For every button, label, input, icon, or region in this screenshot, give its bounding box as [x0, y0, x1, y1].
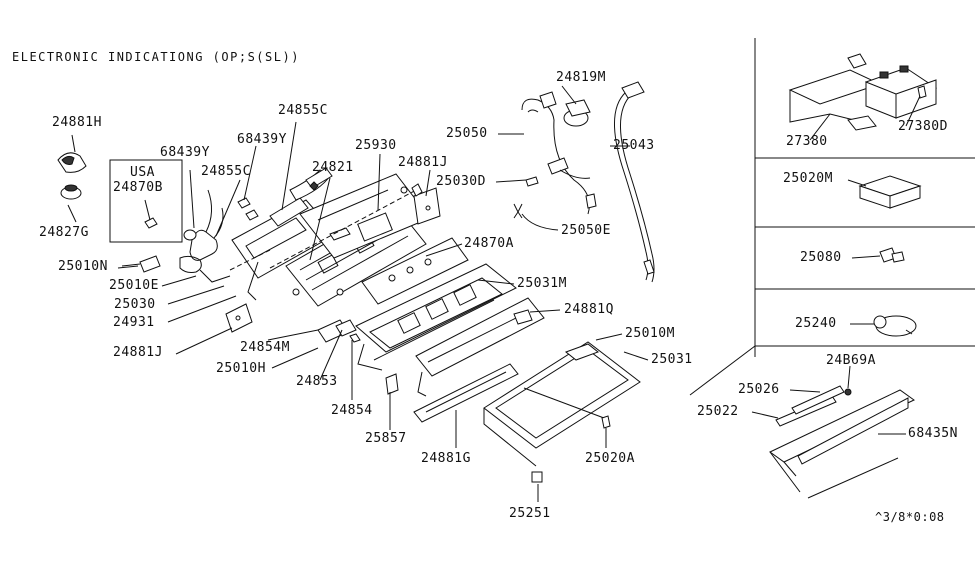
part-label-27380D[interactable]: 27380D — [898, 119, 948, 134]
part-label-25026[interactable]: 25026 — [738, 382, 780, 397]
part-label-25930[interactable]: 25930 — [355, 138, 397, 153]
clip-25050E-drawing — [513, 203, 523, 219]
part-label-25050[interactable]: 25050 — [446, 126, 488, 141]
part-label-24870B[interactable]: 24870B — [113, 180, 163, 195]
plate-24870A-drawing — [361, 237, 469, 305]
bulb-25251-drawing — [531, 471, 543, 483]
mask-25031M-drawing — [355, 263, 517, 371]
part-label-24869A[interactable]: 24B69A — [826, 353, 876, 368]
panel-24881Q-drawing — [415, 297, 545, 397]
bracket-27380-drawing — [788, 53, 938, 131]
screw-27380D-drawing — [917, 85, 927, 99]
part-label-68435N[interactable]: 68435N — [908, 426, 958, 441]
sender-25240-drawing — [873, 315, 917, 337]
part-label-25020M[interactable]: 25020M — [783, 171, 833, 186]
panel-dividers — [689, 38, 975, 396]
screw-68439Y-drawing — [237, 197, 259, 221]
diagram-code: ^3/8*0:08 — [875, 510, 945, 524]
part-label-25010M[interactable]: 25010M — [625, 326, 675, 341]
part-label-25251[interactable]: 25251 — [509, 506, 551, 521]
part-label-24819M[interactable]: 24819M — [556, 70, 606, 85]
console-drawing — [769, 385, 915, 499]
part-label-24881J[interactable]: 24881J — [398, 155, 448, 170]
part-label-24855C[interactable]: 24855C — [201, 164, 251, 179]
switch-25080-drawing — [879, 247, 905, 263]
part-label-25010H[interactable]: 25010H — [216, 361, 266, 376]
sensor-24870B-drawing — [144, 199, 158, 229]
part-label-25080[interactable]: 25080 — [800, 250, 842, 265]
part-label-25043[interactable]: 25043 — [613, 138, 655, 153]
grommet-24827G-drawing — [60, 184, 82, 223]
part-label-24854M[interactable]: 24854M — [240, 340, 290, 355]
part-label-24881H[interactable]: 24881H — [52, 115, 102, 130]
part-label-25022[interactable]: 25022 — [697, 404, 739, 419]
part-label-24853[interactable]: 24853 — [296, 374, 338, 389]
usa-region-label: USA — [130, 165, 155, 180]
part-label-25010E[interactable]: 25010E — [109, 278, 159, 293]
part-label-24881J[interactable]: 24881J — [113, 345, 163, 360]
part-label-25031M[interactable]: 25031M — [517, 276, 567, 291]
guide-line — [269, 187, 421, 269]
part-label-25050E[interactable]: 25050E — [561, 223, 611, 238]
plate-24881G-drawing — [413, 363, 519, 423]
part-label-25020A[interactable]: 25020A — [585, 451, 635, 466]
screw-25030D-drawing — [525, 176, 539, 187]
usa-inset-box — [109, 159, 183, 243]
diagram-title: ELECTRONIC INDICATIONG (OP;S(SL)) — [12, 50, 300, 64]
part-label-24827G[interactable]: 24827G — [39, 225, 89, 240]
part-label-25010N[interactable]: 25010N — [58, 259, 108, 274]
part-label-24854[interactable]: 24854 — [331, 403, 373, 418]
glass-25031-drawing — [483, 341, 641, 467]
part-label-25857[interactable]: 25857 — [365, 431, 407, 446]
part-label-25030D[interactable]: 25030D — [436, 174, 486, 189]
part-label-24881Q[interactable]: 24881Q — [564, 302, 614, 317]
part-label-24931[interactable]: 24931 — [113, 315, 155, 330]
part-label-24881G[interactable]: 24881G — [421, 451, 471, 466]
part-label-25031[interactable]: 25031 — [651, 352, 693, 367]
part-label-68439Y[interactable]: 68439Y — [237, 132, 287, 147]
clip-24881H-drawing — [57, 134, 87, 173]
part-label-25030[interactable]: 25030 — [114, 297, 156, 312]
lamp-25010N-drawing — [117, 255, 161, 273]
bracket-24881J-drawing — [411, 183, 441, 225]
harness-drawing — [179, 189, 231, 283]
part-label-24821[interactable]: 24821 — [312, 160, 354, 175]
part-label-24855C[interactable]: 24855C — [278, 103, 328, 118]
part-label-24870A[interactable]: 24870A — [464, 236, 514, 251]
screw-25020A-drawing — [601, 415, 611, 429]
part-label-68439Y[interactable]: 68439Y — [160, 145, 210, 160]
relay-25020M-drawing — [858, 175, 922, 209]
part-label-27380[interactable]: 27380 — [786, 134, 828, 149]
part-label-25240[interactable]: 25240 — [795, 316, 837, 331]
cable-25050-drawing — [521, 91, 597, 215]
bracket-24881J-lower-drawing — [225, 303, 253, 333]
cable-25043-drawing — [614, 81, 655, 283]
leader-25050E — [521, 213, 559, 231]
leader-lines — [121, 85, 921, 502]
sensor-24819M-drawing — [563, 99, 591, 127]
